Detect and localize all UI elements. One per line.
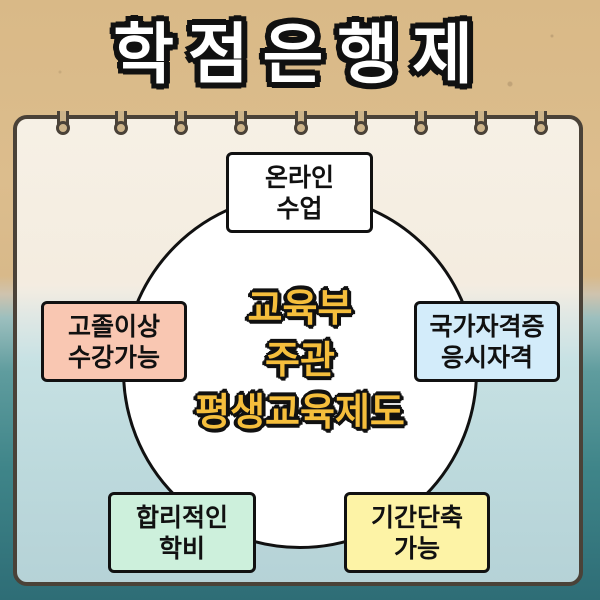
feature-line: 고졸이상 (67, 311, 160, 341)
feature-line: 학비 (158, 533, 205, 563)
center-line: 주관 (265, 338, 335, 382)
center-line: 교육부 (247, 286, 353, 330)
feature-box-online: 온라인 수업 (226, 152, 373, 233)
ring-binder-icon (174, 111, 188, 137)
feature-box-shorten: 기간단축 가능 (344, 492, 490, 573)
feature-line: 기간단축 (370, 502, 463, 532)
feature-line: 온라인 (264, 162, 334, 192)
feature-line: 합리적인 (135, 502, 228, 532)
ring-binder-icon (354, 111, 368, 137)
center-line: 평생교육제도 (195, 390, 405, 434)
ring-binder-icon (414, 111, 428, 137)
page-title: 학점은행제 (113, 16, 487, 93)
center-label: 교육부 주관 평생교육제도 (150, 282, 450, 438)
feature-line: 수강가능 (67, 342, 160, 372)
ring-binder-icon (56, 111, 70, 137)
ring-binder-icon (234, 111, 248, 137)
feature-line: 수업 (276, 193, 323, 223)
ring-binder-icon (474, 111, 488, 137)
feature-box-certificate: 국가자격증 응시자격 (414, 301, 560, 382)
feature-line: 가능 (393, 533, 440, 563)
ring-binder-icon (534, 111, 548, 137)
ring-binder-icon (114, 111, 128, 137)
ring-binder-icon (294, 111, 308, 137)
feature-line: 응시자격 (440, 342, 533, 372)
feature-box-tuition: 합리적인 학비 (108, 492, 256, 573)
feature-box-high-school: 고졸이상 수강가능 (41, 301, 187, 382)
feature-line: 국가자격증 (429, 311, 545, 341)
